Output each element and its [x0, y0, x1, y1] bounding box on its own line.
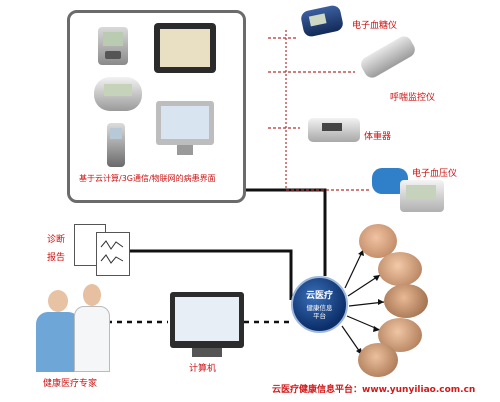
footer-platform-url: 云医疗健康信息平台：www.yunyiliao.com.cn [272, 385, 476, 395]
hub-subtitle-line2: 平台 [313, 312, 326, 320]
computer-label: 计算机 [189, 364, 217, 374]
face-5 [358, 343, 398, 377]
report-label-line2: 报告 [47, 253, 66, 263]
monitor-device-icon [156, 101, 214, 145]
bp-monitor-label: 电子血压仪 [412, 169, 458, 179]
glucose-meter-label: 电子血糖仪 [352, 21, 398, 31]
hub-subtitle: 健康信息 平台 [293, 304, 346, 320]
doctor-male-figure [74, 284, 110, 372]
tablet-device-icon [154, 23, 216, 73]
computer-monitor-icon [170, 292, 244, 348]
breath-monitor-label: 呼喘监控仪 [390, 93, 436, 103]
computer-stand [192, 348, 222, 357]
report-label-line1: 诊断 [47, 235, 66, 245]
panel-caption: 基于云计算/3G通信/物联网的病患界面 [79, 174, 216, 183]
monitor-stand [177, 145, 193, 155]
report-document-icon [96, 232, 130, 276]
face-2 [378, 252, 422, 286]
handheld-device-icon [94, 77, 142, 111]
report-hub-line [129, 249, 293, 300]
bp-monitor-icon [400, 180, 444, 212]
face-3 [384, 284, 428, 318]
doctors-label: 健康医疗专家 [43, 379, 98, 389]
cloud-medical-hub: 云医疗 健康信息 平台 [291, 276, 348, 333]
pda-device-icon [98, 27, 128, 65]
patient-interface-panel [67, 10, 246, 203]
scale-label: 体重器 [364, 132, 392, 142]
hub-subtitle-line1: 健康信息 [306, 304, 333, 312]
doctor-female-figure [36, 290, 80, 372]
hub-title: 云医疗 [305, 291, 333, 301]
panel-hub-line [246, 188, 327, 276]
scale-icon [308, 118, 360, 142]
phone-device-icon [107, 123, 125, 167]
